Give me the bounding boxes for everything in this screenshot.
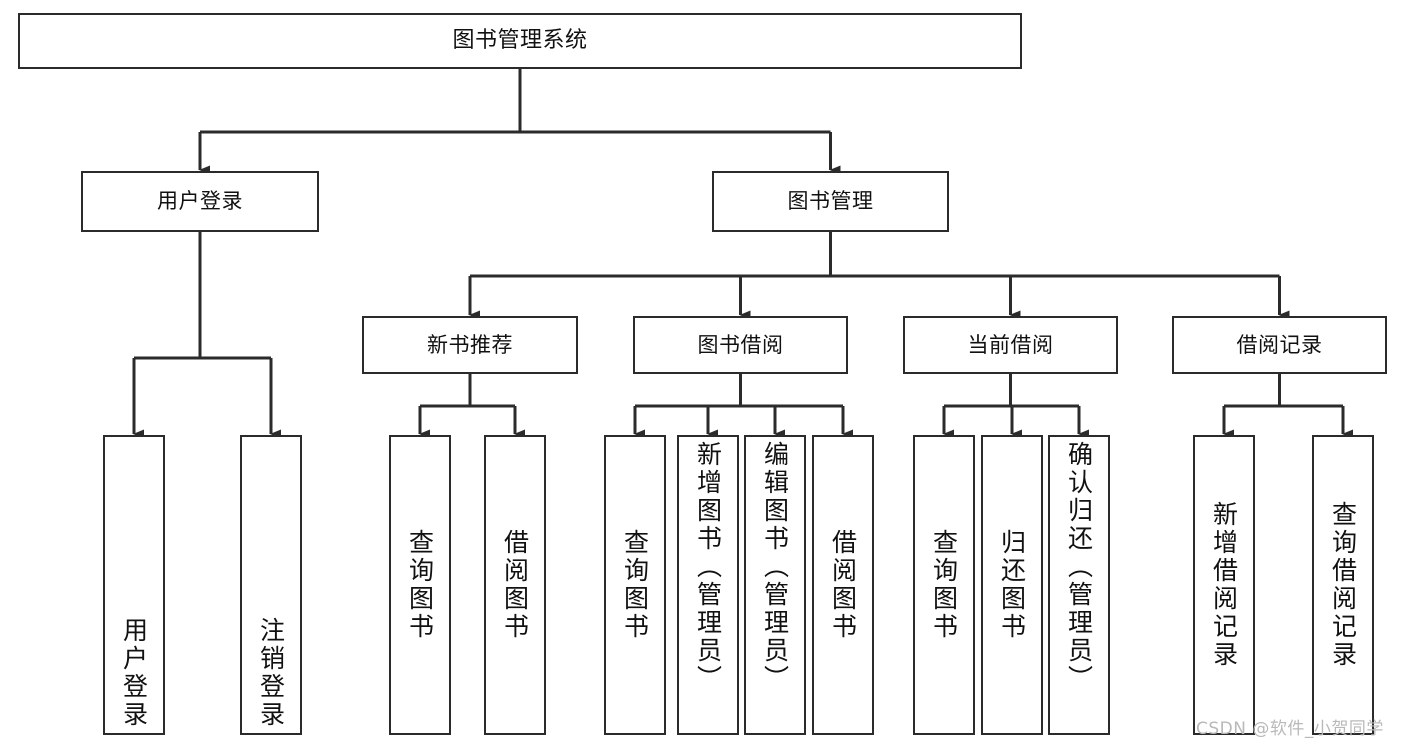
node-label: 借阅图书	[828, 529, 858, 641]
node-label: 确认归还（管理员）	[1064, 441, 1094, 693]
node-label: 查询借阅记录	[1328, 501, 1358, 669]
node-leaf-logout[interactable]: 注销登录	[240, 435, 302, 735]
node-borrow-records[interactable]: 借阅记录	[1172, 316, 1387, 374]
node-label: 当前借阅	[967, 332, 1054, 357]
watermark: CSDN @软件_小贺同学	[1196, 719, 1384, 739]
node-label: 图书管理系统	[452, 28, 588, 54]
node-label: 查询图书	[405, 529, 435, 641]
node-leaf-add-book[interactable]: 新增图书（管理员）	[677, 435, 739, 735]
node-leaf-add-borrow-record[interactable]: 新增借阅记录	[1193, 435, 1255, 735]
node-label: 新书推荐	[427, 332, 513, 357]
node-book-management[interactable]: 图书管理	[712, 171, 949, 232]
node-label: 查询图书	[620, 529, 650, 641]
node-label: 图书管理	[787, 189, 874, 214]
node-label: 图书借阅	[697, 332, 784, 357]
node-new-book-recommend[interactable]: 新书推荐	[362, 316, 578, 374]
node-root[interactable]: 图书管理系统	[18, 13, 1022, 69]
node-label: 归还图书	[997, 529, 1027, 641]
node-leaf-borrow-books-2[interactable]: 借阅图书	[812, 435, 874, 735]
node-leaf-query-books-3[interactable]: 查询图书	[913, 435, 975, 735]
node-leaf-query-books-1[interactable]: 查询图书	[389, 435, 451, 735]
node-label: 查询图书	[929, 529, 959, 641]
node-user-login[interactable]: 用户登录	[81, 171, 319, 232]
node-leaf-return-books[interactable]: 归还图书	[981, 435, 1043, 735]
node-leaf-user-login[interactable]: 用户登录	[103, 435, 165, 735]
node-leaf-query-books-2[interactable]: 查询图书	[604, 435, 666, 735]
node-leaf-edit-book[interactable]: 编辑图书（管理员）	[744, 435, 806, 735]
node-leaf-confirm-return[interactable]: 确认归还（管理员）	[1048, 435, 1110, 735]
node-label: 新增图书（管理员）	[693, 441, 723, 693]
node-label: 新增借阅记录	[1209, 501, 1239, 669]
node-label: 编辑图书（管理员）	[760, 441, 790, 693]
node-book-borrow[interactable]: 图书借阅	[633, 316, 848, 374]
node-leaf-query-borrow-record[interactable]: 查询借阅记录	[1312, 435, 1374, 735]
node-current-borrow[interactable]: 当前借阅	[903, 316, 1118, 374]
node-label: 借阅记录	[1236, 332, 1323, 357]
node-label: 用户登录	[157, 189, 243, 214]
node-label: 借阅图书	[500, 529, 530, 641]
node-leaf-borrow-books-1[interactable]: 借阅图书	[484, 435, 546, 735]
node-label: 注销登录	[256, 617, 286, 729]
node-label: 用户登录	[119, 617, 149, 729]
